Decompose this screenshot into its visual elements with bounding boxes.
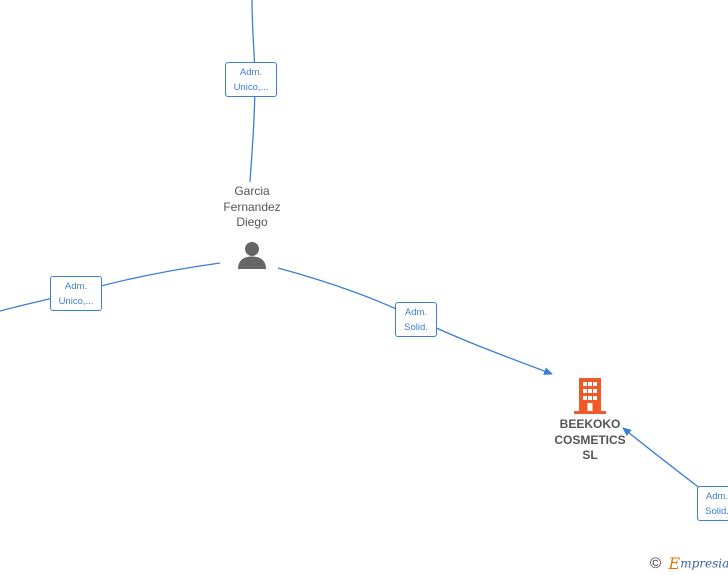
person-node-name[interactable]: Garcia Fernandez Diego <box>200 184 304 231</box>
edge-person-to-left <box>0 262 221 312</box>
person-name-line: Garcia <box>234 184 270 198</box>
role-label-edge-3[interactable]: Adm. Solid. <box>395 302 437 337</box>
role-label-line: Adm. <box>705 491 728 502</box>
person-icon[interactable] <box>236 240 268 270</box>
brand-logo-text: mpresia <box>680 556 728 571</box>
person-name-line: Fernandez <box>223 199 281 214</box>
role-label-line: Adm. <box>404 307 428 318</box>
role-label-edge-4[interactable]: Adm. Solid. <box>697 486 728 521</box>
role-label-edge-1[interactable]: Adm. Unico,... <box>225 62 277 97</box>
role-label-line: Adm. <box>64 281 88 292</box>
role-label-line: Solid. <box>705 506 728 517</box>
role-label-line: Adm. <box>239 67 263 78</box>
footer-brand: © Empresia <box>650 554 728 574</box>
role-label-edge-2[interactable]: Adm. Unico,... <box>50 276 102 311</box>
company-name-line: SL <box>582 448 598 462</box>
building-icon[interactable] <box>574 378 606 414</box>
company-node-name[interactable]: BEEKOKO COSMETICS SL <box>530 417 650 464</box>
company-name-line: BEEKOKO <box>559 417 621 431</box>
person-name-line: Diego <box>236 215 268 229</box>
copyright-icon: © <box>650 555 662 572</box>
company-name-line: COSMETICS <box>554 432 626 447</box>
role-label-line: Solid. <box>404 322 428 333</box>
brand-logo-initial: E <box>668 554 681 573</box>
role-label-line: Unico,... <box>58 296 94 307</box>
role-label-line: Unico,... <box>233 82 269 93</box>
